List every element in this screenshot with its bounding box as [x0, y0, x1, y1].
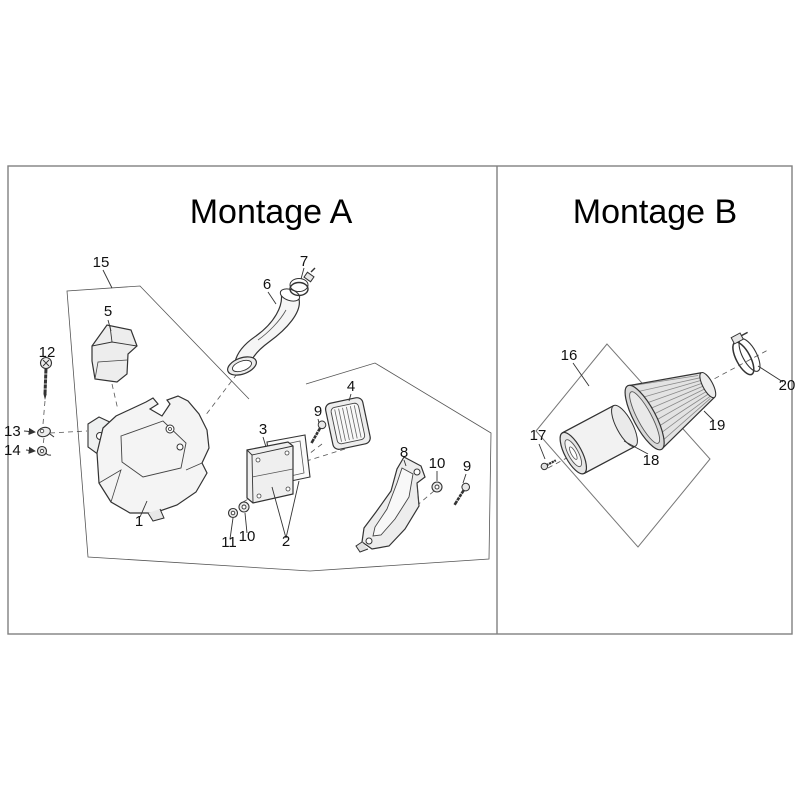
- part-hose-clamp-20: [730, 331, 761, 376]
- part-washer-11: [227, 507, 239, 519]
- part-screw-12: [39, 356, 53, 400]
- part-bracket-8: [355, 456, 426, 553]
- part-filter-cage-3: [246, 441, 294, 504]
- montage-a-drawing: [23, 267, 492, 572]
- part-label-15: 15: [93, 254, 110, 271]
- part-label-10a: 10: [429, 455, 446, 472]
- panel-a-title: Montage A: [190, 193, 353, 231]
- part-filter-element-4: [324, 397, 371, 450]
- part-nut-14: [36, 445, 52, 457]
- part-label-13: 13: [4, 423, 21, 440]
- part-label-2: 2: [282, 533, 290, 550]
- part-label-6: 6: [263, 276, 271, 293]
- part-screw-9a: [310, 420, 327, 444]
- part-label-8: 8: [400, 444, 408, 461]
- part-label-9a: 9: [314, 403, 322, 420]
- part-intake-tube-6: [227, 288, 301, 376]
- part-label-5: 5: [104, 303, 112, 320]
- part-label-7: 7: [300, 253, 308, 270]
- assembly-axis-b: [547, 349, 769, 469]
- part-hose-clamp-7: [289, 267, 316, 297]
- part-label-14: 14: [4, 442, 21, 459]
- part-label-10b: 10: [239, 528, 256, 545]
- part-clip-13: [37, 426, 55, 438]
- montage-b-drawing: [535, 331, 784, 548]
- assembly-boundary-15: [66, 285, 492, 572]
- part-label-3: 3: [259, 421, 267, 438]
- part-filter-base-18: [559, 404, 638, 475]
- part-label-16: 16: [561, 347, 578, 364]
- montage-a-labels: 15 5 12 13 14 1 6 7 4 9 3 2 8 10 9 10 11: [4, 253, 471, 551]
- diagram-frame: [7, 165, 793, 635]
- part-screw-17: [540, 459, 557, 471]
- part-airbox-1: [87, 395, 210, 522]
- leader-lines-b: [538, 362, 784, 460]
- part-intake-duct-5: [91, 324, 138, 383]
- part-label-11: 11: [221, 534, 237, 551]
- part-washer-10a: [431, 481, 443, 493]
- part-screw-9b: [453, 482, 471, 506]
- part-label-20: 20: [779, 377, 796, 394]
- leader-lines-a: [23, 267, 467, 540]
- part-washer-10b: [238, 501, 250, 513]
- part-label-4: 4: [347, 378, 355, 395]
- part-label-9b: 9: [463, 458, 471, 475]
- part-cone-filter-19: [624, 371, 717, 451]
- part-label-17: 17: [530, 427, 547, 444]
- montage-b-labels: 16 17 18 19 20: [530, 347, 796, 469]
- panel-b-title: Montage B: [573, 193, 737, 231]
- part-label-19: 19: [709, 417, 726, 434]
- part-label-12: 12: [39, 344, 56, 361]
- part-label-1: 1: [135, 513, 143, 530]
- part-label-18: 18: [643, 452, 660, 469]
